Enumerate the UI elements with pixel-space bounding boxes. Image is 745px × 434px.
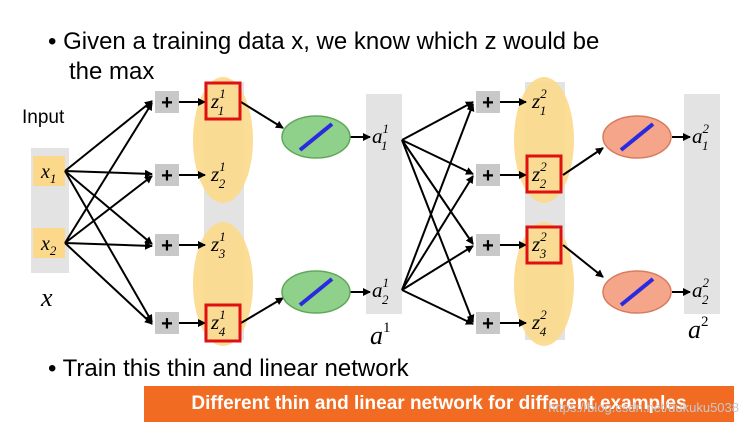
plus-box — [155, 164, 179, 186]
plus-sign: + — [161, 313, 173, 335]
plus-sign: + — [482, 165, 494, 187]
a1-to-plus-connections — [401, 101, 475, 325]
input-label: Input — [22, 107, 65, 128]
watermark: https://blog.csdn.net/dukuku5038 — [548, 400, 739, 415]
a2-column — [684, 94, 720, 314]
z1-to-neuron-arrows — [240, 101, 371, 324]
input-connections — [64, 100, 153, 325]
bullet-2: • Train this thin and linear network — [48, 355, 409, 383]
plus-to-z2-arrows — [500, 98, 527, 327]
layer1-group-bottom — [193, 222, 253, 346]
plus-box — [155, 234, 179, 256]
plus-box — [476, 164, 500, 186]
plus-sign: + — [482, 313, 494, 335]
plus-boxes-layer1: + + + + — [155, 91, 179, 335]
a2-vector-label: a2 — [688, 314, 709, 344]
bullet-1-text-cont: the max — [69, 58, 155, 85]
input-box-x1 — [33, 156, 65, 186]
bullet-1-cont: the max — [69, 58, 154, 86]
selected-z2-3 — [525, 225, 563, 265]
plus-sign: + — [482, 235, 494, 257]
plus-sign: + — [161, 165, 173, 187]
layer1-group-top — [193, 77, 253, 203]
max-selection-boxes — [204, 81, 563, 343]
plus-sign: + — [161, 92, 173, 114]
layer2-group-bottom — [514, 222, 574, 346]
plus-to-z1-arrows — [179, 98, 206, 327]
linear-activation-icon — [298, 277, 334, 307]
plus-box — [155, 91, 179, 113]
bullet-dot: • — [48, 28, 57, 55]
x1-label: x1 — [40, 161, 56, 186]
plus-box — [476, 91, 500, 113]
plus-box — [476, 234, 500, 256]
linear-activation-icon — [298, 122, 334, 152]
neurons-layer2 — [602, 115, 672, 314]
plus-sign: + — [482, 92, 494, 114]
selected-z1-1 — [204, 81, 242, 121]
plus-sign: + — [161, 235, 173, 257]
selected-z2-2 — [525, 154, 563, 194]
z2-to-neuron-arrows — [562, 133, 691, 296]
layer2-group-top — [514, 77, 574, 203]
input-box-x2 — [33, 228, 65, 258]
bullet-1-text: Given a training data x, we know which z… — [63, 28, 600, 55]
a1-column — [366, 94, 402, 314]
x2-label: x2 — [40, 233, 57, 258]
selected-z1-4 — [204, 303, 242, 343]
linear-activation-icon — [619, 277, 655, 307]
bullet-1: • Given a training data x, we know which… — [48, 28, 599, 56]
highlight-banner: Different thin and linear network for di… — [144, 386, 734, 422]
bullet-2-text: Train this thin and linear network — [62, 355, 409, 382]
neurons-layer1 — [281, 115, 351, 314]
x-vector-label: x — [40, 283, 53, 312]
plus-box — [155, 312, 179, 334]
a1-vector-label: a1 — [370, 320, 391, 350]
linear-activation-icon — [619, 122, 655, 152]
bullet-dot: • — [48, 355, 57, 382]
plus-boxes-layer2: + + + + — [476, 91, 500, 335]
plus-box — [476, 312, 500, 334]
